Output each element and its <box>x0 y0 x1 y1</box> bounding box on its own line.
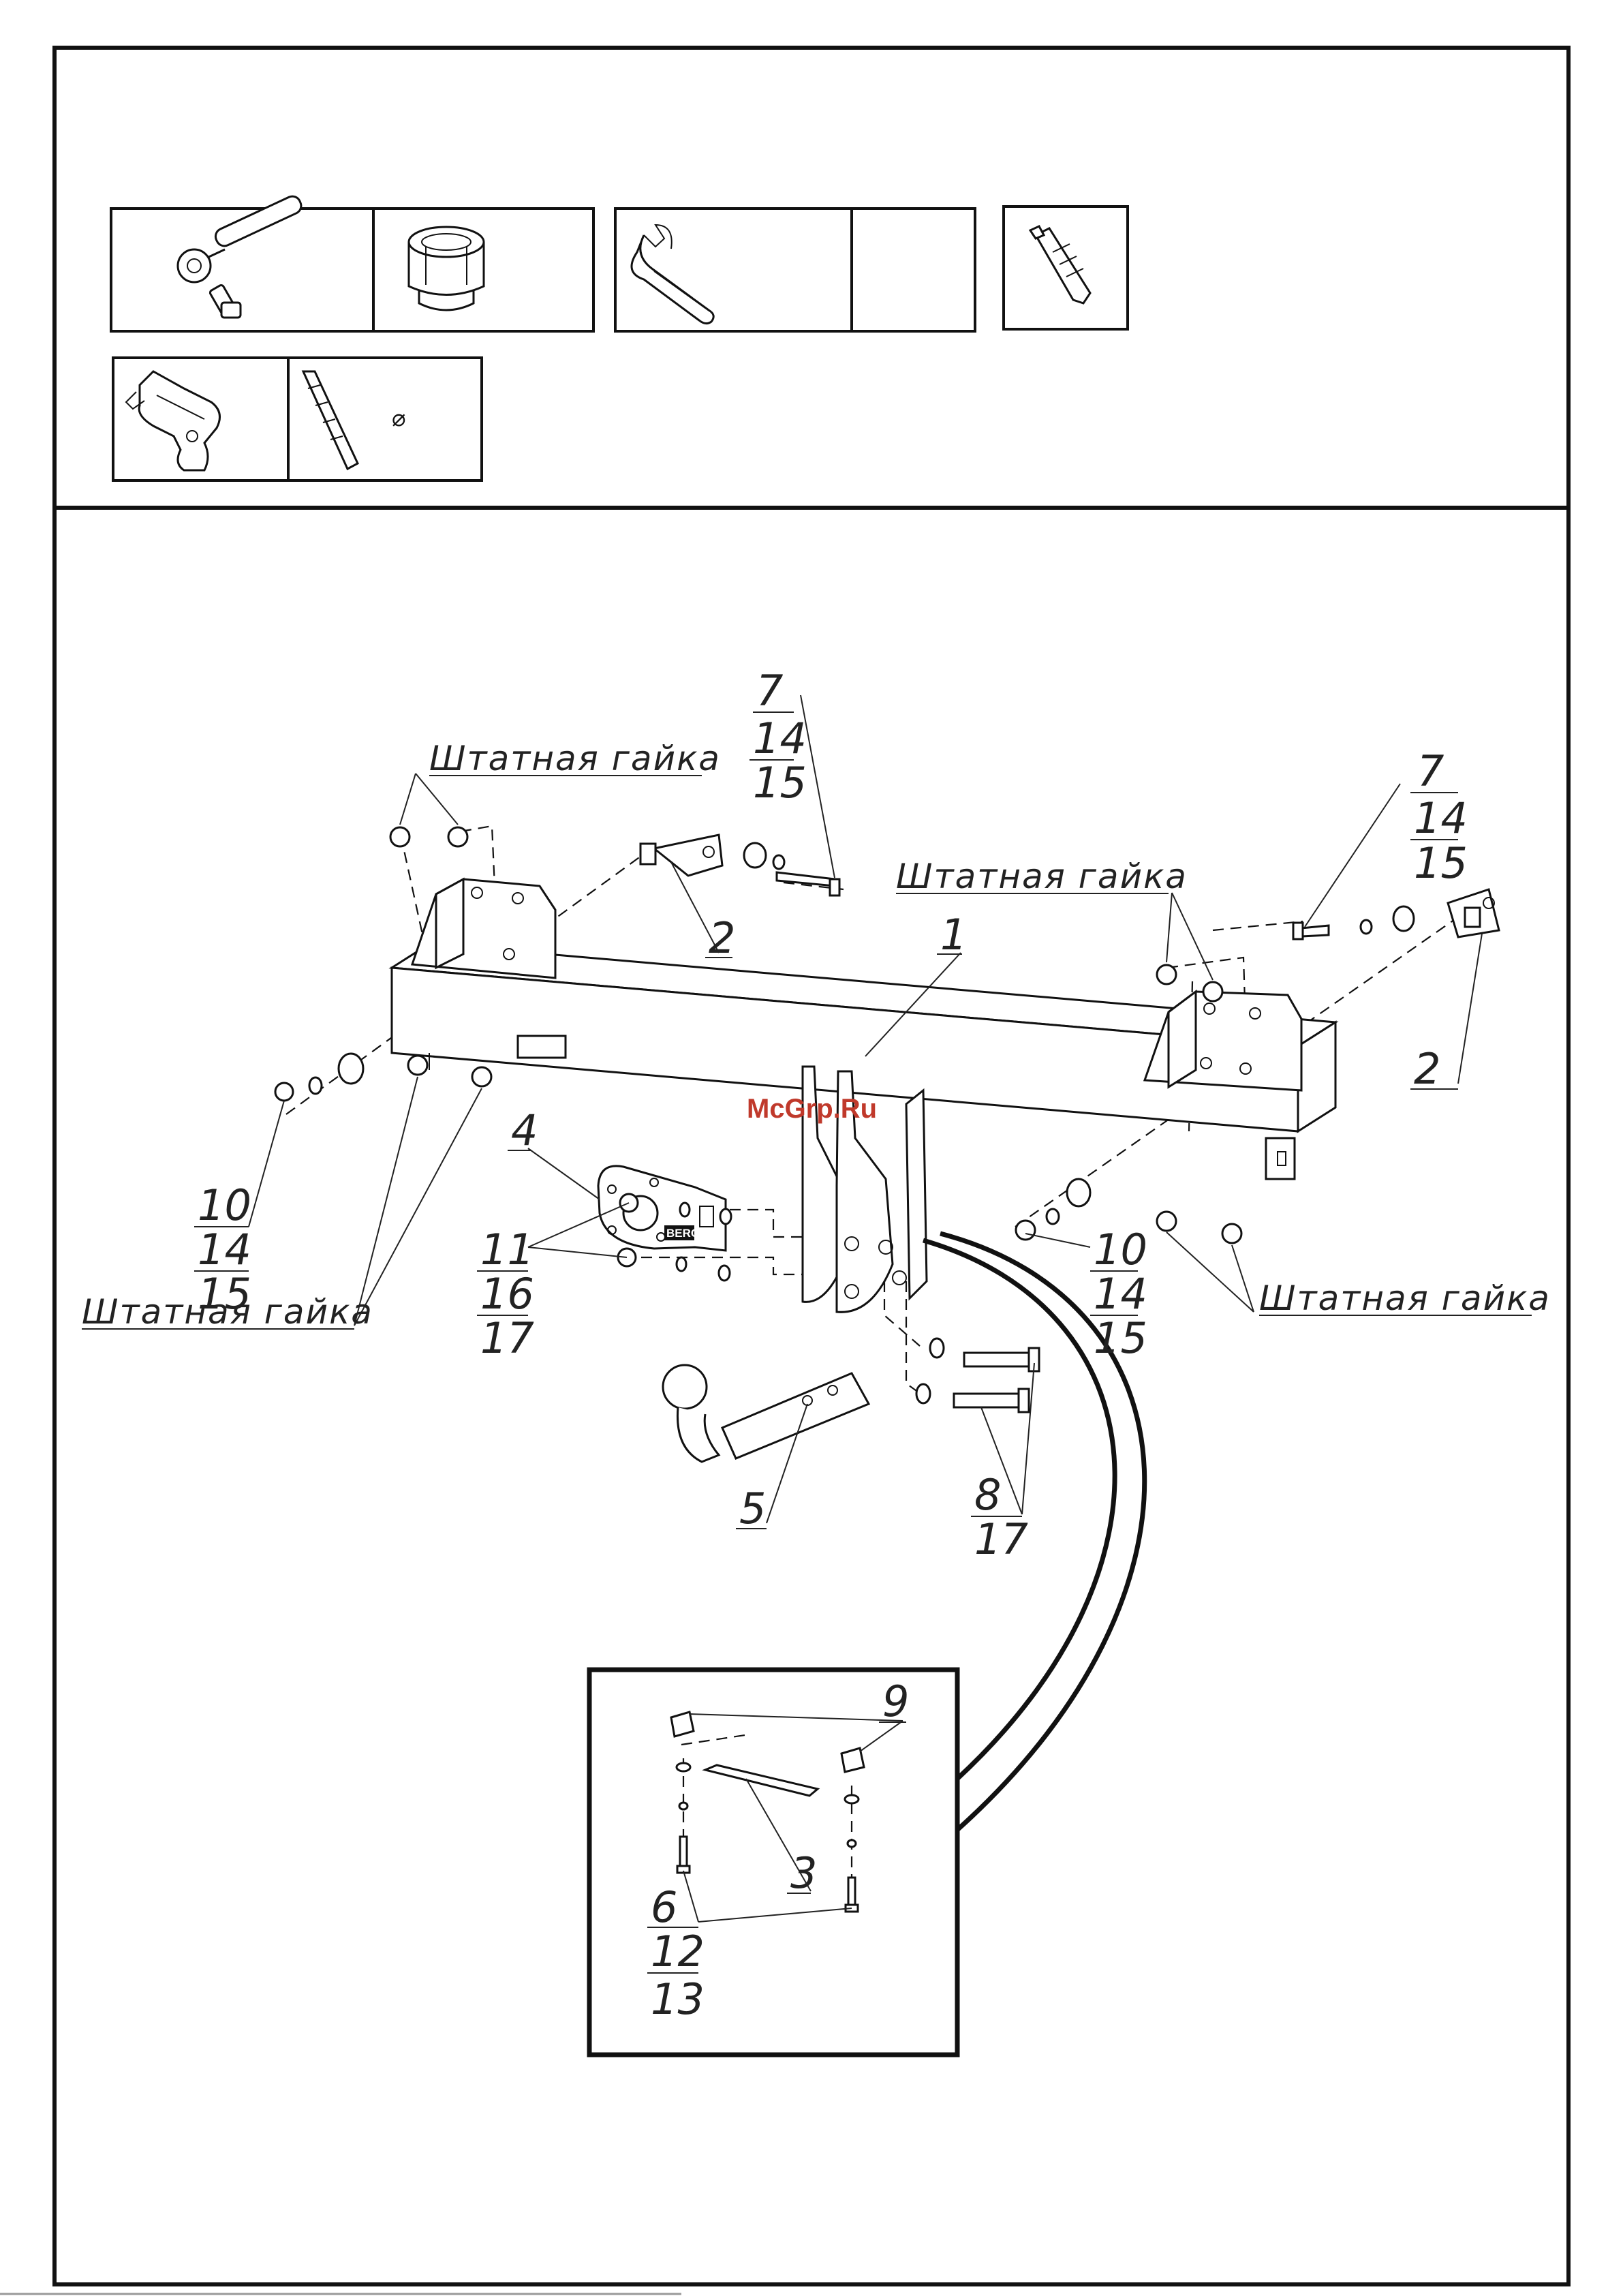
callout-7-left: 7 <box>756 666 783 716</box>
callout-9: 9 <box>882 1677 909 1726</box>
callout-11: 11 <box>480 1225 534 1274</box>
callout-3: 3 <box>790 1848 817 1898</box>
callout-13: 13 <box>651 1974 705 2024</box>
callout-5: 5 <box>739 1484 766 1533</box>
callout-14-left-top: 14 <box>753 714 807 763</box>
callout-15-right-top: 15 <box>1414 838 1468 888</box>
callout-4: 4 <box>511 1105 538 1155</box>
callout-15-right-bottom: 15 <box>1094 1313 1147 1363</box>
callout-15-left-top: 15 <box>753 758 807 808</box>
callout-2-right: 2 <box>1414 1044 1440 1094</box>
callout-14-left-bottom: 14 <box>198 1225 251 1274</box>
drill-diameter-symbol: ⌀ <box>392 405 405 432</box>
callout-2-left: 2 <box>709 913 735 963</box>
callout-10-left: 10 <box>198 1180 251 1230</box>
callout-17-right: 17 <box>974 1514 1028 1564</box>
callout-1: 1 <box>940 910 967 960</box>
callout-8: 8 <box>974 1470 1001 1520</box>
detail-inset <box>589 1670 957 2055</box>
callout-12: 12 <box>651 1927 705 1976</box>
caption-standard-nut-4: Штатная гайка <box>1259 1279 1551 1318</box>
callout-7-right: 7 <box>1417 746 1444 796</box>
callout-14-right-bottom: 14 <box>1094 1269 1147 1319</box>
callout-16: 16 <box>480 1269 534 1319</box>
caption-standard-nut-2: Штатная гайка <box>896 857 1188 896</box>
watermark: McGrp.Ru <box>747 1094 877 1124</box>
callout-10-right: 10 <box>1094 1225 1147 1274</box>
callout-17-left: 17 <box>480 1313 534 1363</box>
callout-15-left-bottom: 15 <box>198 1269 251 1319</box>
callout-14-right-top: 14 <box>1414 793 1468 843</box>
brand-plate-text: BERG <box>666 1227 700 1240</box>
caption-standard-nut-1: Штатная гайка <box>429 739 721 778</box>
callout-6: 6 <box>651 1882 677 1932</box>
